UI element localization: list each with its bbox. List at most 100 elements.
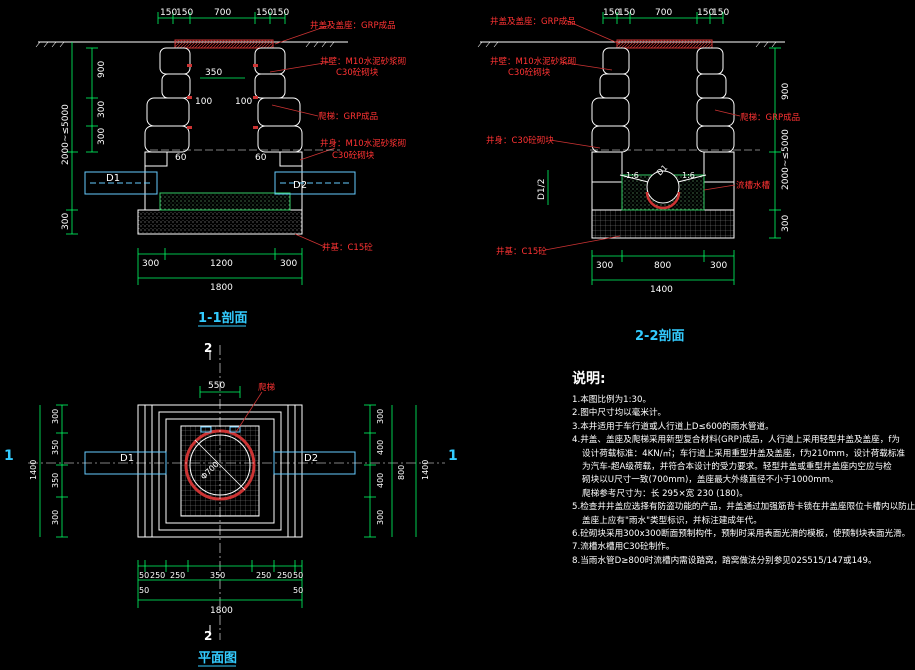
dim2-left-d1-half: D1/2 — [537, 179, 547, 200]
title-section-1-1: 1-1剖面 — [198, 310, 248, 326]
plan-dim-top: 550 — [208, 381, 225, 391]
plan-pipe-label-d1: D1 — [120, 453, 134, 464]
plan-dim-b-5: 250 — [256, 571, 271, 580]
dim-bottom-3: 300 — [280, 259, 297, 269]
plan-dim-total: 1800 — [210, 606, 233, 616]
plan-dim-b-7: 50 — [293, 571, 303, 580]
plan-dim-b-4: 350 — [210, 571, 225, 580]
label2-wall-block: C30砼砌块 — [508, 67, 551, 78]
dim2-bottom-2: 800 — [654, 261, 671, 271]
note-line-11: 6.砼砌块采用300x300断面预制构件，预制时采用表面光滑的模板，使预制块表面… — [572, 529, 911, 540]
plan-dim-b2-1: 50 — [139, 586, 149, 595]
plan-dim-l-1: 300 — [51, 409, 60, 424]
plan-mark-1-right: 1 — [448, 448, 458, 464]
plan-mark-1-left: 1 — [4, 448, 14, 464]
plan-dim-r-total: 1400 — [421, 460, 430, 480]
left-wall-blocks-2 — [591, 47, 630, 183]
label-wall-block: C30砼砌块 — [336, 67, 379, 78]
label2-wall: 井壁：M10水泥砂浆砌 — [490, 56, 576, 67]
dim-left-900: 900 — [97, 61, 107, 78]
plan-dim-r-3: 400 — [376, 473, 385, 488]
dim2-top-3: 700 — [655, 8, 672, 18]
plan-mark-2-bottom: 2 — [204, 629, 212, 643]
dim-inner-100-r: 100 — [235, 97, 252, 107]
label-ladder: 爬梯：GRP成品 — [318, 111, 378, 122]
plan-label-ladder: 爬梯 — [258, 382, 276, 393]
note-line-4: 4.井盖、盖座及爬梯采用新型复合材料(GRP)成品，人行道上采用轻型井盖及盖座，… — [572, 435, 900, 446]
dim2-bottom-3: 300 — [710, 261, 727, 271]
note-line-6: 为汽车-超A级荷载，并符合本设计的受力要求。轻型井盖或重型井盖座内空应与检 — [582, 462, 892, 473]
plan-pipe-label-d2: D2 — [304, 453, 318, 464]
label-base: 井基：C15砼 — [322, 242, 373, 253]
label2-flow: 流槽水槽 — [736, 180, 771, 191]
dim2-top-5: 150 — [712, 8, 729, 18]
right-wall-blocks-2 — [696, 47, 735, 183]
pipe-d2 — [274, 171, 356, 195]
dim-top-4: 150 — [256, 8, 273, 18]
dim2-right-300: 300 — [781, 215, 791, 232]
section-2-2 — [477, 12, 785, 285]
dim-left-300b: 300 — [97, 128, 107, 145]
dim-bottom-2: 1200 — [210, 259, 233, 269]
plan-dim-b-6: 250 — [277, 571, 292, 580]
plan-dim-l-total: 1400 — [29, 460, 38, 480]
dim-bottom-1: 300 — [142, 259, 159, 269]
pipe-label-d2: D2 — [293, 180, 307, 191]
right-wall-blocks — [254, 47, 303, 167]
base-slab-2 — [591, 209, 735, 239]
label2-body: 井身：C30砼砌块 — [486, 135, 554, 146]
plan-dim-b-3: 250 — [170, 571, 185, 580]
dim-total: 1800 — [210, 283, 233, 293]
cover-plate — [174, 39, 274, 49]
dim2-right-900: 900 — [781, 83, 791, 100]
plan-dim-r-inner: 800 — [397, 465, 406, 480]
title-section-2-2: 2-2剖面 — [635, 328, 685, 344]
notes-panel: 说明: 1.本图比例为1:30。 2.图中尺寸均以毫米计。 3.本井适用于车行道… — [572, 368, 915, 568]
dim2-top-1: 150 — [603, 8, 620, 18]
dim-top-3: 700 — [214, 8, 231, 18]
plan-dim-b-2: 250 — [150, 571, 165, 580]
dim-inner-100-l: 100 — [195, 97, 212, 107]
section-1-1 — [35, 12, 356, 285]
dim2-bottom-1: 300 — [596, 261, 613, 271]
plan-dim-b-1: 50 — [139, 571, 149, 580]
label2-ladder: 爬梯：GRP成品 — [740, 112, 800, 123]
label-body-block: C30砼砌块 — [332, 150, 375, 161]
dim-left-depth: 2000~≤5000 — [61, 104, 71, 165]
label-cover: 井盖及盖座：GRP成品 — [310, 20, 396, 31]
dim-top-5: 150 — [272, 8, 289, 18]
label-wall: 井壁：M10水泥砂浆砌 — [320, 56, 406, 67]
dim2-right-depth: 2000~≤5000 — [781, 129, 791, 190]
plan-dim-r-2: 400 — [376, 440, 385, 455]
plan-dim-l-3: 350 — [51, 473, 60, 488]
pipe-d1 — [84, 171, 158, 195]
pipe-circle-2 — [646, 170, 680, 204]
note-line-7: 砌块以U尺寸一致(700mm)，盖座最大外缘直径不小于1000mm。 — [582, 475, 839, 486]
plan-dim-r-1: 300 — [376, 409, 385, 424]
note-line-10: 盖座上应有"雨水"类型标识，并标注建成年代。 — [582, 515, 762, 526]
title-plan: 平面图 — [198, 651, 237, 666]
note-line-1: 1.本图比例为1:30。 — [572, 395, 652, 405]
pipe-label-d1: D1 — [106, 173, 120, 184]
base-slab — [137, 209, 303, 235]
plan-dim-l-2: 350 — [51, 440, 60, 455]
label-body: 井身：M10水泥砂浆砌 — [320, 138, 406, 149]
dim-inner-60-l: 60 — [175, 153, 187, 163]
plan-dim-l-4: 300 — [51, 510, 60, 525]
note-line-5: 设计荷载标准：4KN/㎡；车行道上采用重型井盖及盖座，f为210mm，设计荷载标… — [582, 448, 906, 459]
slope-left: 1:6 — [626, 171, 639, 180]
note-line-9: 5.检查井井盖应选择有防盗功能的产品，井盖通过加强筋背卡锁在井盖座限位卡槽内以防… — [572, 502, 915, 513]
dim-left-300c: 300 — [61, 213, 71, 230]
dim2-top-2: 150 — [618, 8, 635, 18]
dim2-top-4: 150 — [697, 8, 714, 18]
plan-view — [28, 345, 445, 640]
note-line-2: 2.图中尺寸均以毫米计。 — [572, 408, 667, 419]
dim2-total: 1400 — [650, 285, 673, 295]
plan-mark-2-top: 2 — [204, 341, 212, 355]
cover-plate-2 — [616, 39, 713, 49]
dim-inner-60-r: 60 — [255, 153, 267, 163]
left-wall-blocks — [144, 47, 191, 167]
note-line-13: 8.当雨水管D≥800时流槽内需设踏窝，踏窝做法分别参见02S515/147或1… — [572, 555, 877, 566]
dim-left-300a: 300 — [97, 101, 107, 118]
